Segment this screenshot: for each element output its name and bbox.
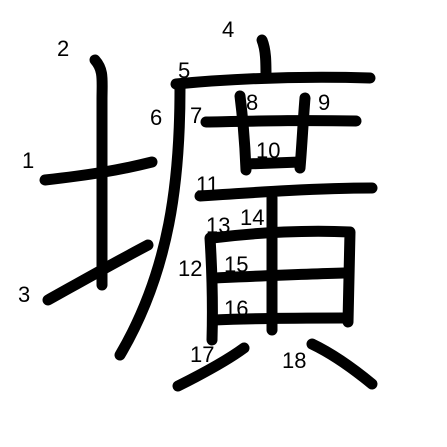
- stroke-number-7: 7: [190, 103, 202, 128]
- stroke-5: [170, 71, 376, 90]
- stroke-number-12: 12: [178, 256, 202, 281]
- stroke-number-11: 11: [196, 172, 219, 197]
- stroke-2: [89, 54, 108, 291]
- stroke-number-13: 13: [206, 213, 230, 238]
- stroke-6: [114, 82, 186, 361]
- stroke-number-16: 16: [224, 296, 248, 321]
- stroke-number-10: 10: [256, 138, 280, 163]
- stroke-number-2: 2: [57, 36, 69, 61]
- stroke-15: [208, 267, 350, 284]
- stroke-number-5: 5: [178, 58, 190, 83]
- character-strokes: [39, 34, 378, 392]
- stroke-number-8: 8: [246, 90, 258, 115]
- stroke-16: [208, 312, 350, 326]
- stroke-number-3: 3: [18, 282, 30, 307]
- stroke-number-4: 4: [222, 17, 234, 42]
- stroke-number-17: 17: [190, 342, 214, 367]
- stroke-number-6: 6: [150, 105, 162, 130]
- stroke-7: [200, 115, 362, 128]
- stroke-17: [172, 342, 250, 392]
- stroke-18: [306, 338, 378, 390]
- stroke-10: [240, 156, 306, 170]
- stroke-13: [206, 225, 356, 328]
- stroke-number-9: 9: [318, 90, 330, 115]
- stroke-3: [42, 239, 154, 306]
- stroke-number-18: 18: [282, 348, 306, 373]
- stroke-number-labels: 1 2 3 4 5 6 7 8 9 10 11 12 13 14 15 16 1…: [18, 17, 330, 373]
- stroke-11: [194, 182, 378, 202]
- stroke-number-1: 1: [22, 148, 34, 173]
- stroke-4: [256, 34, 272, 84]
- stroke-number-14: 14: [240, 205, 264, 230]
- stroke-number-15: 15: [224, 252, 248, 277]
- stroke-12: [204, 232, 218, 346]
